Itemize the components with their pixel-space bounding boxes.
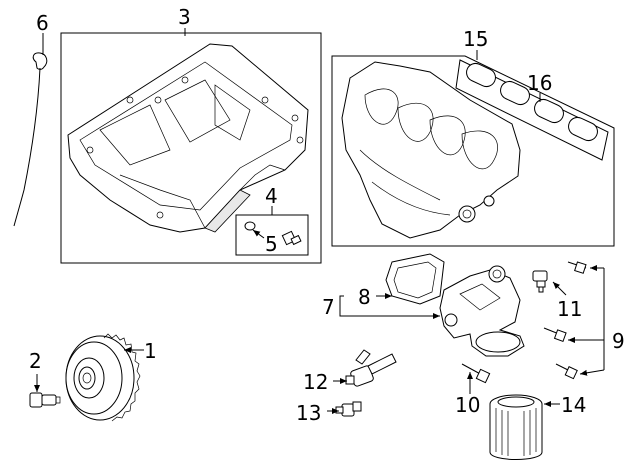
leader-9-lower <box>579 369 605 376</box>
callout-3: 3 <box>178 5 191 29</box>
intake-manifold-box <box>331 55 615 247</box>
callout-11: 11 <box>557 297 582 321</box>
adapter-bolt-upper-part[interactable] <box>567 261 587 274</box>
oil-pressure-sensor-part[interactable] <box>532 270 548 293</box>
callout-1: 1 <box>144 339 157 363</box>
sensor-13-part[interactable] <box>335 401 362 417</box>
callout-16: 16 <box>527 71 552 95</box>
filter-adapter-gasket-part[interactable] <box>385 253 445 305</box>
leader-5 <box>252 229 265 239</box>
pulley-bolt-part[interactable] <box>29 392 61 408</box>
callout-7: 7 <box>322 295 335 319</box>
drain-plug-gasket-part[interactable] <box>244 221 256 231</box>
adapter-bolt-middle-part[interactable] <box>543 327 567 343</box>
crankshaft-pulley-part[interactable] <box>65 333 141 422</box>
adapter-bolt-lower-part[interactable] <box>555 363 578 380</box>
oil-pan-part[interactable] <box>67 43 309 233</box>
filter-adapter-part[interactable] <box>439 265 525 357</box>
dipstick-part[interactable] <box>13 52 48 227</box>
bracket-7 <box>339 295 344 317</box>
callout-15: 15 <box>463 27 488 51</box>
drain-plug-part[interactable] <box>281 230 302 246</box>
callout-2: 2 <box>29 349 42 373</box>
callout-6: 6 <box>36 11 49 35</box>
oil-pan-box-frame <box>60 32 322 264</box>
intake-manifold-part[interactable] <box>341 61 521 239</box>
callout-4: 4 <box>265 184 278 208</box>
callout-5: 5 <box>265 232 278 256</box>
leader-11 <box>552 281 567 296</box>
intake-gasket-part[interactable] <box>455 59 609 161</box>
callout-12: 12 <box>303 370 328 394</box>
oil-pan-box <box>60 32 322 264</box>
callout-14: 14 <box>561 393 586 417</box>
callout-8: 8 <box>358 285 371 309</box>
callout-13: 13 <box>296 401 321 425</box>
fitting-12-part[interactable] <box>345 349 397 387</box>
bolt-10-part[interactable] <box>461 363 491 384</box>
callout-9: 9 <box>612 329 625 353</box>
callout-10: 10 <box>455 393 480 417</box>
oil-filter-part[interactable] <box>489 394 543 460</box>
